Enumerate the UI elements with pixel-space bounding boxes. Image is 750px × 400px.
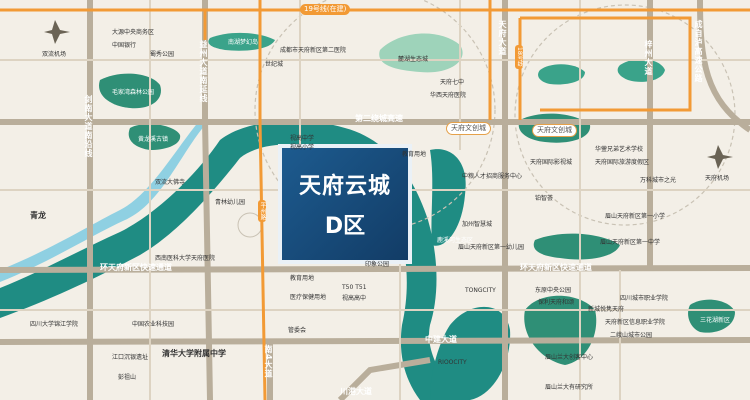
poi-bank: 中国银行 <box>112 42 137 49</box>
poi-wenchuang-w[interactable]: 天府文创城 <box>446 122 491 135</box>
poi-hospital2: 成都市天府新区第二医院 <box>280 47 347 54</box>
poi-shuxiu: 蜀秀公园 <box>150 51 175 58</box>
poi-guanweihui: 管委会 <box>288 327 307 334</box>
metro-label-top: 19号线(在建) <box>300 4 351 15</box>
road-label-yifu: 益州大道南延线 <box>199 40 208 103</box>
poi-dayuan: 大源中央商务区 <box>112 29 155 36</box>
poi-huaxi: 华西天府医院 <box>430 92 467 99</box>
poi-t50: T50 T51 <box>342 284 367 291</box>
poi-tianfu7: 天府七中 <box>440 79 465 86</box>
poi-school-mid: 眉山天府新区第一中学 <box>600 239 661 246</box>
poi-nanhu: 南湖梦幻岛 <box>228 39 259 46</box>
poi-shigao-high: 视高高中 <box>342 295 367 302</box>
poi-shigao-pri: 视高小学 <box>290 144 315 151</box>
poi-jinjiang-college: 四川大学锦江学院 <box>30 321 79 328</box>
poi-xinan-med: 西南医科大学天府医院 <box>155 255 216 262</box>
metro-west <box>258 0 267 400</box>
metro-label-east: 18号线 <box>515 45 523 69</box>
metro-label-west: 平州路 <box>258 200 266 222</box>
area-tianfu-airport: 天府机场 <box>705 175 730 182</box>
area-shuangliu-airport: 双流机场 <box>42 51 67 58</box>
poi-tongcity: TONGCITY <box>465 287 496 294</box>
poi-sichuan-urban: 四川城市职业学院 <box>620 295 669 302</box>
poi-school1: 眉山天府新区第一小学 <box>605 213 666 220</box>
park-sanhua <box>688 299 735 333</box>
hero-subtitle: D区 <box>324 214 366 239</box>
poi-edu2: 教育用地 <box>290 275 315 282</box>
wetland-mid <box>430 149 466 246</box>
label-wetland: 鹿溪河生态区 <box>437 237 474 244</box>
road-label-zhongjian: 中建大道 <box>425 335 457 344</box>
poi-info-college: 天府新区信息职业学院 <box>605 319 666 326</box>
poi-poly-hesong: 保利天府和颂 <box>538 299 575 306</box>
area-qinglong: 青龙 <box>30 211 46 220</box>
poi-sanhua: 三花湖新区 <box>700 317 731 324</box>
park-ne2 <box>617 58 665 82</box>
road-label-jiannan: 剑南大道南沿线 <box>84 95 93 158</box>
road-chengzi <box>697 0 750 133</box>
poi-medical-land: 医疗保健用地 <box>290 294 327 301</box>
poi-resort: 天府国际旅游度假区 <box>595 159 650 166</box>
river-minor <box>0 120 205 282</box>
park-east <box>533 233 620 260</box>
poi-shijicheng: 世纪城 <box>265 61 284 68</box>
poi-agri: 中国农业科技园 <box>132 321 175 328</box>
poi-tsinghua-high: 清华大学附属中学 <box>162 349 226 358</box>
poi-lanchuang: 眉山兰大创客中心 <box>545 354 594 361</box>
project-hero-block: 天府云城 D区 <box>282 148 408 260</box>
airplane-icon-west <box>44 20 70 44</box>
poi-huaying: 华蓥兄弟艺术学校 <box>595 146 644 153</box>
road-label-zizhou: 梓州大道 <box>644 40 653 76</box>
poi-yinxiang: 印象公园 <box>365 261 390 268</box>
road-label-chuanxi: 川港大道 <box>340 387 372 396</box>
park-luhu <box>379 33 463 73</box>
park-ermei <box>524 295 597 365</box>
poi-vanke: 万科城市之光 <box>640 177 677 184</box>
road-label-nan4: 南4大道 <box>264 345 273 379</box>
poi-shigao-mid: 视高中学 <box>290 135 315 142</box>
road-label-tianfu: 天府大道 <box>498 20 507 56</box>
poi-wenchuang-e[interactable]: 天府文创城 <box>532 124 577 137</box>
poi-film: 天府国际影视城 <box>530 159 573 166</box>
road-zhongjian <box>0 337 750 345</box>
poi-dongyuan: 东原中央公园 <box>535 287 572 294</box>
poi-zhongliang: 中粮人才招商服务中心 <box>462 173 523 180</box>
ring-north <box>254 0 496 231</box>
poi-xincheng: 新城悦隽天府 <box>588 306 625 313</box>
park-huanglongxi <box>128 124 181 150</box>
poi-qinglin: 青林幼儿园 <box>215 199 246 206</box>
road-label-ring-west: 环天府新区快速通道 <box>100 263 172 272</box>
wetland-south <box>430 306 511 400</box>
park-maojiawan <box>99 73 161 109</box>
poi-edu-land: 教育用地 <box>402 151 427 158</box>
road-label-chengzi: 成自泸高速公路 <box>694 20 703 83</box>
road-label-ring-east: 环天府新区快速通道 <box>520 263 592 272</box>
poi-jiangkou: 江口沉银遗址 <box>112 354 149 361</box>
poi-kindergarten: 眉山天府新区第一幼儿园 <box>458 244 525 251</box>
park-nanhu <box>208 32 275 51</box>
label-luhu: 麓湖生态城 <box>398 56 429 63</box>
airplane-icon-east <box>707 145 733 169</box>
poi-jiazhou: 加州智慧城 <box>462 221 493 228</box>
road-chuanxi <box>337 357 431 400</box>
poi-lan-research: 眉山兰大有研究所 <box>545 384 594 391</box>
poi-pengzu: 彭祖山 <box>118 374 137 381</box>
parks <box>99 32 735 365</box>
road-label-second-ring: 第二绕城高速 <box>355 114 403 123</box>
hero-title: 天府云城 <box>298 174 391 199</box>
poi-rioocity: RIOOCITY <box>438 359 467 366</box>
poi-dafosi: 双流大佛寺 <box>155 179 186 186</box>
park-ne1 <box>538 64 585 85</box>
label-huanglongxi: 黄龙溪古镇 <box>138 136 169 143</box>
label-maojiawan: 毛家湾森林公园 <box>112 89 155 96</box>
poi-ermei-park: 二峨山城市公园 <box>610 332 653 339</box>
poi-bozhi: 铂智荟 <box>535 195 554 202</box>
airplane-icons <box>44 20 733 169</box>
road-ring-tianfu <box>0 265 750 273</box>
metro-east-loop <box>520 16 692 112</box>
